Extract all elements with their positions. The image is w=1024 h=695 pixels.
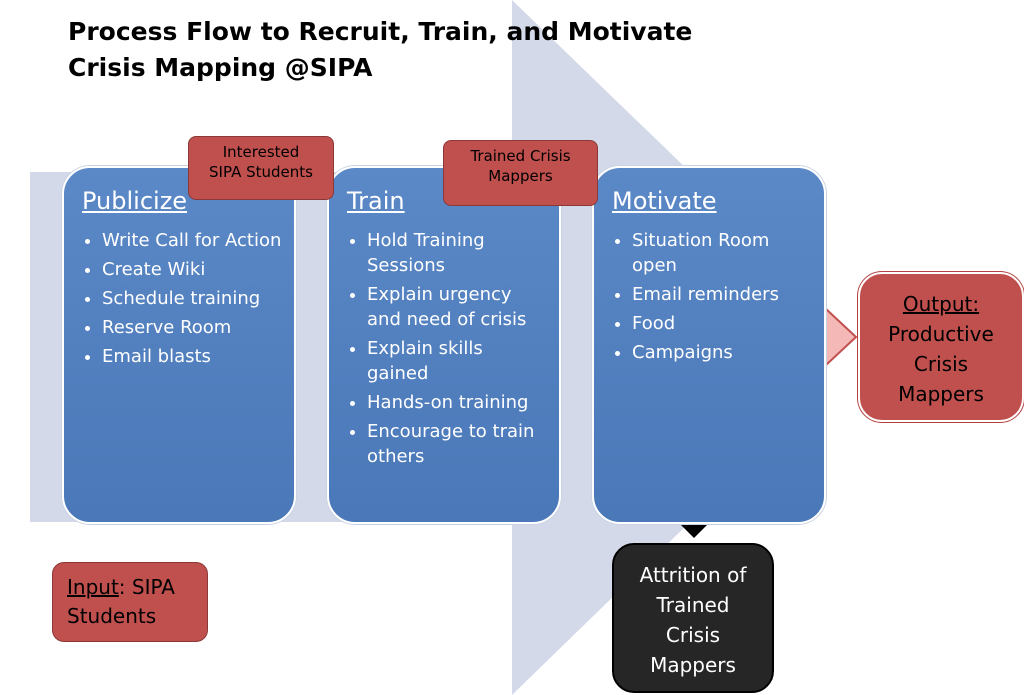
input-line: Students xyxy=(67,604,157,628)
list-item: Email reminders xyxy=(632,282,814,307)
list-item: Schedule training xyxy=(102,286,284,311)
stage-item-list: Situation Room open Email reminders Food… xyxy=(594,228,824,365)
tag-line: Mappers xyxy=(488,167,553,185)
attrition-line: Mappers xyxy=(650,653,736,677)
list-item: Create Wiki xyxy=(102,257,284,282)
stage-publicize: Publicize Write Call for Action Create W… xyxy=(62,166,296,524)
stage-heading: Motivate xyxy=(612,187,717,215)
list-item: Write Call for Action xyxy=(102,228,284,253)
list-item: Hold Training Sessions xyxy=(367,228,549,278)
stage-train: Train Hold Training Sessions Explain urg… xyxy=(327,166,561,524)
list-item: Encourage to train others xyxy=(367,419,549,469)
list-item: Food xyxy=(632,311,814,336)
list-item: Campaigns xyxy=(632,340,814,365)
stage-heading: Train xyxy=(347,187,405,215)
stage-motivate: Motivate Situation Room open Email remin… xyxy=(592,166,826,524)
tag-line: Trained Crisis xyxy=(470,147,571,165)
input-text: : SIPA xyxy=(118,575,175,599)
trained-mappers-tag: Trained Crisis Mappers xyxy=(443,140,598,206)
interested-students-tag: Interested SIPA Students xyxy=(188,136,334,200)
page-title: Process Flow to Recruit, Train, and Moti… xyxy=(68,14,692,86)
input-box: Input: SIPA Students xyxy=(52,562,208,642)
input-label: Input xyxy=(67,575,119,599)
list-item: Hands-on training xyxy=(367,390,549,415)
title-line-1: Process Flow to Recruit, Train, and Moti… xyxy=(68,17,693,46)
output-box: Output: Productive Crisis Mappers xyxy=(858,272,1024,422)
attrition-line: Trained xyxy=(656,593,730,617)
tag-line: SIPA Students xyxy=(209,163,313,181)
tag-line: Interested xyxy=(222,143,300,161)
output-label: Output: xyxy=(902,292,980,316)
attrition-line: Attrition of xyxy=(639,563,747,587)
stage-item-list: Hold Training Sessions Explain urgency a… xyxy=(329,228,559,469)
output-line: Mappers xyxy=(898,382,984,406)
stage-heading: Publicize xyxy=(82,187,188,215)
list-item: Explain urgency and need of crisis xyxy=(367,282,549,332)
output-line: Crisis xyxy=(913,352,969,376)
title-line-2: Crisis Mapping @SIPA xyxy=(68,53,373,82)
attrition-box: Attrition of Trained Crisis Mappers xyxy=(612,543,774,693)
list-item: Email blasts xyxy=(102,344,284,369)
list-item: Reserve Room xyxy=(102,315,284,340)
stage-item-list: Write Call for Action Create Wiki Schedu… xyxy=(64,228,294,369)
list-item: Explain skills gained xyxy=(367,336,549,386)
list-item: Situation Room open xyxy=(632,228,814,278)
output-line: Productive xyxy=(888,322,994,346)
attrition-line: Crisis xyxy=(665,623,721,647)
